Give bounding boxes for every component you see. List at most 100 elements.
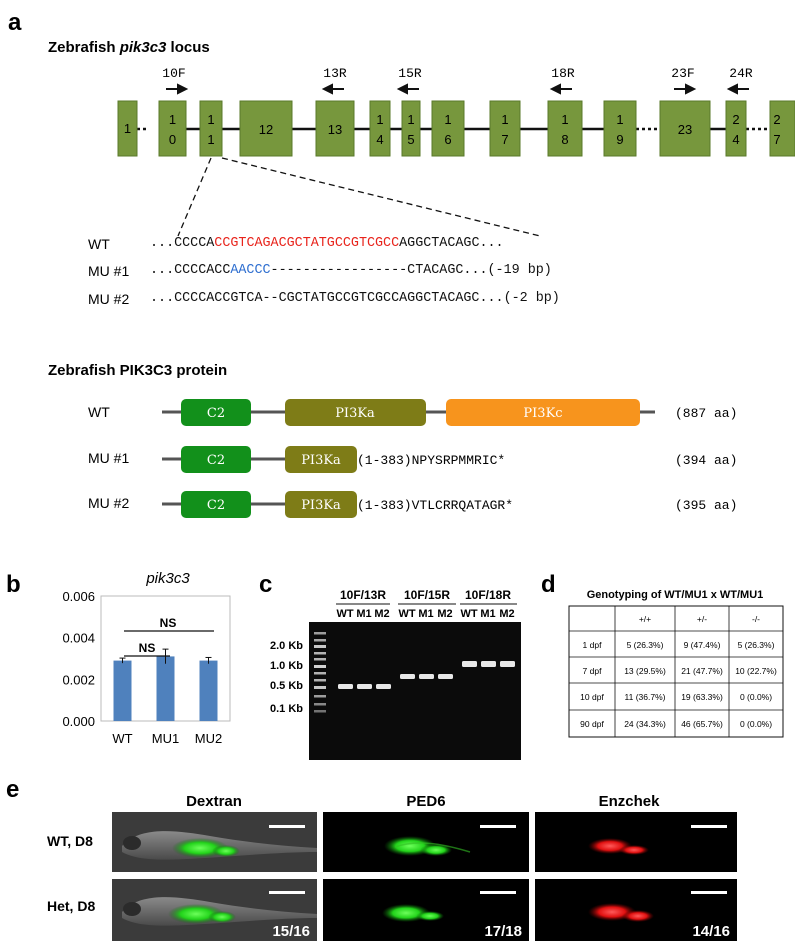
significance-label: NS [139,641,156,655]
primer-label: 10F [162,66,185,81]
bar [113,660,132,721]
lane-label: M1 [480,608,495,620]
domain-label: PI3Ka [335,406,375,421]
ladder-label: 2.0 Kb [270,640,303,652]
bar [199,660,218,721]
sequence-label: WT [88,236,110,252]
domain-label: PI3Ka [301,498,341,513]
x-tick-label: MU2 [195,731,222,746]
domain-label: PI3Kc [523,406,562,421]
protein-label: WT [88,404,110,420]
panel-e-letter: e [6,776,19,803]
zoom-lines [177,157,541,237]
exon-label: 1 [376,112,383,127]
domain-c2 [181,491,251,518]
arrow-left-icon [549,83,572,95]
table-cell: 10 dpf [580,692,604,702]
exon-label: 7 [773,132,780,147]
arrow-left-icon [321,83,344,95]
domain-label: C2 [207,406,225,421]
micrograph-dextran-wt [112,812,317,872]
exon: 23 [659,100,711,157]
table-cell: 5 (26.3%) [627,640,664,650]
panel-b-letter: b [6,571,21,598]
ladder-label: 0.5 Kb [270,680,303,692]
exon-label: 4 [376,132,383,147]
domain-label: PI3Ka [301,453,341,468]
domain-c2 [181,446,251,473]
domain-pi3ka [285,446,357,473]
exon-label: 8 [561,132,568,147]
primer-group-label: 10F/13R [340,588,386,602]
exon-label: 23 [678,122,692,137]
protein-label: MU #1 [88,450,129,466]
arrow-left-icon [726,83,749,95]
ratio-label: 15/16 [272,923,310,940]
table-header: -/- [752,614,760,624]
exon: 19 [603,100,637,157]
protein-diagram: WT C2 PI3Ka PI3Kc (887 aa) MU #1 C2 PI3K… [88,399,737,518]
exon: 13 [315,100,355,157]
micrograph-enzchek-wt [535,812,737,872]
table-cell: 90 dpf [580,719,604,729]
exon: 17 [489,100,521,157]
bars [113,648,218,721]
table-cell: 9 (47.4%) [684,640,721,650]
micrograph-dextran-het: 15/16 [112,879,317,941]
primer-group-label: 10F/18R [465,588,511,602]
sequence-alignment: WT ...CCCCACCGTCAGACGCTATGCCGTCGCCAGGCTA… [88,236,560,307]
protein-title: Zebrafish PIK3C3 protein [48,362,227,379]
protein-tail: (1-383)VTLCRRQATAGR* [357,498,513,513]
column-label: Enzchek [599,793,661,810]
primer-label: 15R [398,66,422,81]
exon-label: 1 [207,132,214,147]
arrow-right-icon [674,83,697,95]
primer-label: 18R [551,66,575,81]
table-cell: 21 (47.7%) [681,666,723,676]
exon: 1 [117,100,138,157]
protein-length: (395 aa) [675,498,737,513]
table-cell: 24 (34.3%) [624,719,666,729]
primer-markers: 10F 13R 15R 18R 23F 24R [162,66,753,95]
exon-label: 1 [207,112,214,127]
domain-label: C2 [207,498,225,513]
exon-label: 1 [561,112,568,127]
table-cell: 7 dpf [583,666,603,676]
exon-label: 13 [328,122,342,137]
ladder-bands [314,632,326,713]
bar [156,656,175,721]
arrow-right-icon [166,83,189,95]
exon-label: 7 [501,132,508,147]
table-cell: 0 (0.0%) [740,692,772,702]
y-tick-label: 0.000 [62,714,95,729]
panel-a-letter: a [8,9,22,36]
exon-label: 12 [259,122,273,137]
exon-label: 6 [444,132,451,147]
domain-label: C2 [207,453,225,468]
exon-label: 4 [732,132,739,147]
protein-tail: (1-383)NPYSRPMMRIC* [357,453,505,468]
y-tick-label: 0.002 [62,672,95,687]
domain-c2 [181,399,251,426]
micrographs: 15/16 17/18 14/16 [112,812,737,941]
table-header: +/- [697,614,707,624]
exon: 11 [199,100,223,157]
table-header: +/+ [639,614,651,624]
exon: 15 [401,100,421,157]
exon-label: 2 [773,112,780,127]
table-cell: 13 (29.5%) [624,666,666,676]
ratio-label: 17/18 [484,923,522,940]
ladder-label: 1.0 Kb [270,660,303,672]
table-cell: 10 (22.7%) [735,666,777,676]
table-cell: 0 (0.0%) [740,719,772,729]
table-cell: 1 dpf [583,640,603,650]
column-label: Dextran [186,793,242,810]
exon-label: 1 [169,112,176,127]
primer-label: 24R [729,66,753,81]
domain-pi3ka [285,491,357,518]
gel-background [309,622,521,760]
exon: 24 [725,100,747,157]
protein-length: (394 aa) [675,453,737,468]
exon-boxes: 1 10 11 12 13 14 15 16 17 18 19 23 24 27 [117,100,795,157]
